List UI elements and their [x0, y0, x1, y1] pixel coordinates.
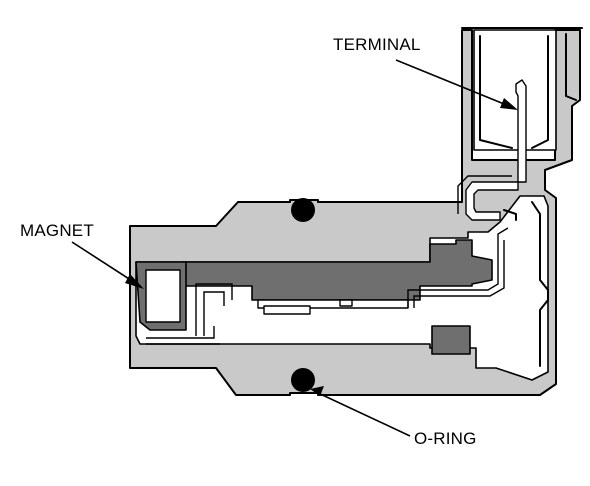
label-oring: O-RING [414, 429, 477, 448]
chip-1 [263, 305, 311, 315]
lead-bottom [146, 326, 220, 345]
magnet-block [145, 269, 181, 323]
connector-shroud [461, 27, 583, 151]
magnetic-core [181, 239, 493, 355]
shroud-inner-left [479, 35, 513, 149]
oring-arrowhead [310, 386, 324, 396]
core-lower-block [431, 325, 471, 355]
chamber-wall-right [531, 201, 549, 367]
lead-left-hook [195, 283, 233, 336]
chamber-step [503, 209, 517, 221]
terminal-bend [457, 175, 512, 214]
label-terminal: TERMINAL [333, 35, 421, 54]
leader-lines [71, 59, 518, 437]
o-ring-bottom [291, 368, 315, 392]
label-magnet: MAGNET [20, 221, 94, 240]
terminal-arrowhead [500, 98, 518, 110]
chip-2 [339, 299, 353, 307]
shroud-inner-right [531, 35, 549, 149]
o-ring-top [291, 198, 315, 222]
terminal-leader [395, 59, 515, 109]
shroud-tab [565, 33, 577, 101]
o-rings [291, 198, 315, 392]
oring-leader [315, 391, 411, 437]
core-bar [181, 239, 493, 301]
sensor-board [146, 227, 509, 345]
magnet-arrowhead [125, 274, 144, 289]
magnet [135, 261, 187, 331]
lead-right [407, 227, 509, 308]
connector-cavity [473, 29, 557, 151]
terminal-pin [465, 79, 527, 221]
terminal-lead [457, 79, 527, 221]
